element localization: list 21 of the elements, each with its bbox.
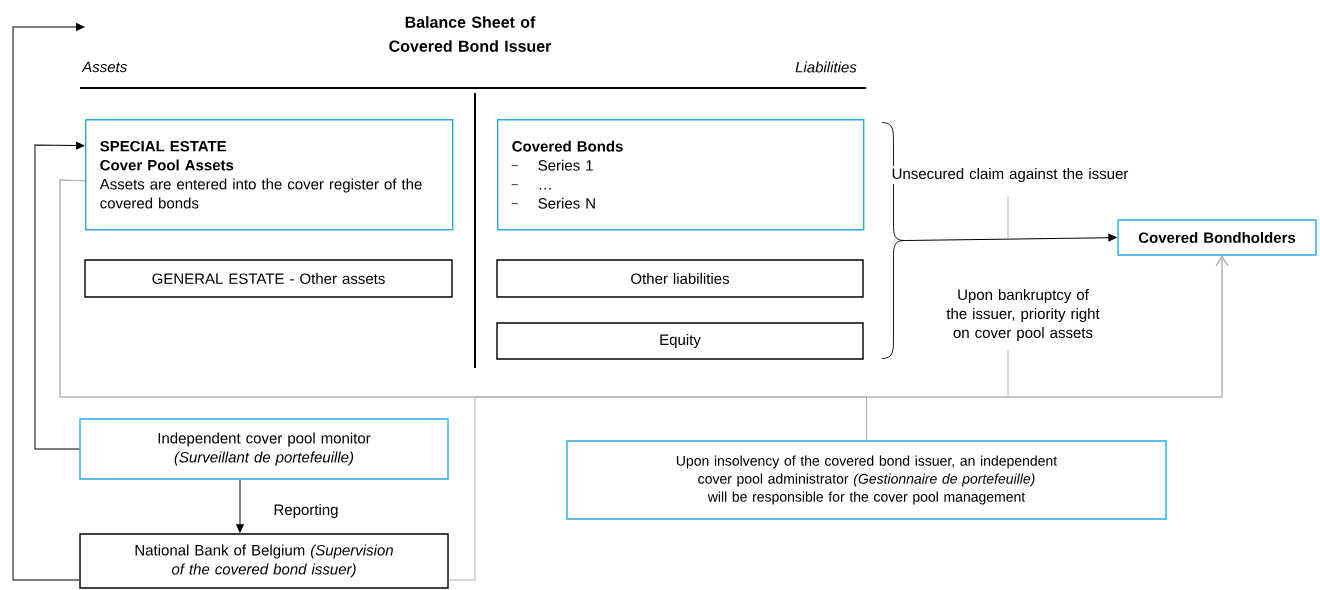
note-box: Upon insolvency of the covered bond issuer, an independent cover pool administrator (Gestionnaire de portefeuille) will be responsible for the cover pool management xyxy=(566,440,1167,520)
edge-label: Upon bankruptcy of the issuer, priority right on cover pool assets xyxy=(946,289,1100,341)
arrow xyxy=(236,479,244,533)
liability-box: Covered Bonds Series 1 … Series N xyxy=(497,119,865,231)
arrow xyxy=(34,141,85,450)
arrow xyxy=(904,233,1117,242)
title: Balance Sheet of Covered Bond Issuer xyxy=(389,16,552,52)
monitor-box: Independent cover pool monitor (Surveillant de portefeuille) xyxy=(79,418,449,480)
arrow xyxy=(12,23,85,581)
liability-box: Equity xyxy=(496,322,864,360)
liability-box: Other liabilities xyxy=(496,259,864,298)
arrow xyxy=(448,256,1229,581)
column-heading: Assets xyxy=(81,61,127,73)
estate-box: GENERAL ESTATE - Other assets xyxy=(84,259,453,298)
edge-label: Reporting xyxy=(274,504,338,518)
supervisor-box: National Bank of Belgium (Supervision of the covered bond issuer) xyxy=(79,533,449,589)
party-box: Covered Bondholders xyxy=(1117,219,1317,256)
estate-box: SPECIAL ESTATE Cover Pool Assets Assets are entered into the cover register of the covered bonds xyxy=(85,119,454,231)
column-heading: Liabilities xyxy=(795,61,857,73)
edge-label: Unsecured claim against the issuer xyxy=(892,168,1129,182)
connector-line xyxy=(59,179,867,441)
